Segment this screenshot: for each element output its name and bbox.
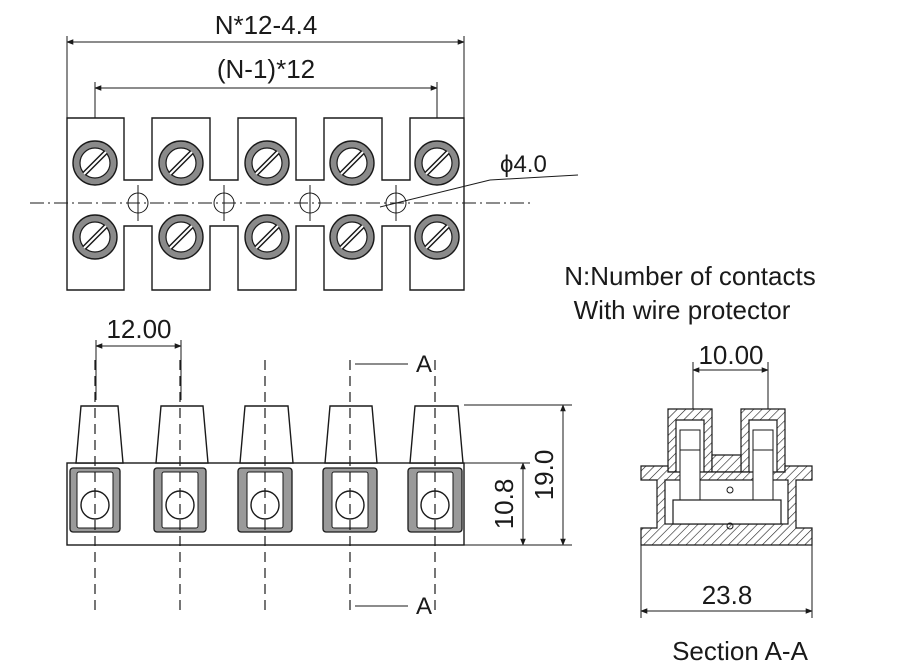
screw-icon — [244, 140, 290, 186]
screw-icon — [158, 214, 204, 260]
terminal-unit — [322, 405, 378, 533]
section-width-dimension: 23.8 — [640, 545, 813, 618]
note-wire-protector: With wire protector — [574, 295, 791, 325]
section-spacing-dimension: 10.00 — [692, 340, 769, 420]
hole-icon — [299, 185, 321, 221]
hole-diameter-callout: ϕ4.0 — [379, 151, 579, 208]
pitch-dimension-label: (N-1)*12 — [217, 54, 315, 84]
section-caption: Section A-A — [672, 636, 809, 666]
mounting-holes — [127, 185, 407, 221]
front-view: 12.00 — [66, 314, 572, 620]
terminal-unit — [69, 405, 124, 533]
pitch-dimension: (N-1)*12 — [94, 54, 438, 120]
front-pitch-dimension: 12.00 — [95, 314, 182, 400]
screw-icon — [72, 214, 118, 260]
terminal-unit — [407, 405, 464, 533]
section-mark-bottom-label: A — [416, 593, 432, 620]
front-centerlines — [94, 360, 436, 610]
section-mark-top-label: A — [416, 351, 432, 378]
screw-icon — [72, 140, 118, 186]
terminal-unit — [237, 405, 294, 533]
notes: N:Number of contacts With wire protector — [564, 261, 815, 325]
screw-icon — [414, 214, 460, 260]
height-dimension-body: 10.8 — [464, 462, 530, 546]
screws-bottom-row — [72, 214, 460, 260]
note-number-of-contacts: N:Number of contacts — [564, 261, 815, 291]
hole-diameter-label: ϕ4.0 — [500, 151, 547, 178]
overall-dimension-label: N*12-4.4 — [215, 10, 318, 40]
front-pitch-label: 12.00 — [106, 314, 171, 344]
screw-icon — [414, 140, 460, 186]
section-width-label: 23.8 — [702, 580, 753, 610]
section-marker-top: A — [355, 351, 432, 378]
section-spacing-label: 10.00 — [698, 340, 763, 370]
section-body — [640, 408, 813, 546]
screw-icon — [329, 140, 375, 186]
section-marker-bottom: A — [355, 593, 432, 620]
screw-icon — [244, 214, 290, 260]
overall-dimension: N*12-4.4 — [66, 10, 465, 120]
section-view: 10.00 23 — [640, 340, 813, 666]
height-total-label: 19.0 — [529, 450, 559, 501]
screw-icon — [329, 214, 375, 260]
top-view: N*12-4.4 (N-1)*12 — [30, 10, 579, 291]
terminal-unit — [153, 405, 209, 533]
hole-icon — [213, 185, 235, 221]
screw-icon — [158, 140, 204, 186]
height-body-label: 10.8 — [489, 479, 519, 530]
hole-icon — [127, 185, 149, 221]
height-dimension-total: 19.0 — [464, 404, 572, 546]
screws-top-row — [72, 140, 460, 186]
